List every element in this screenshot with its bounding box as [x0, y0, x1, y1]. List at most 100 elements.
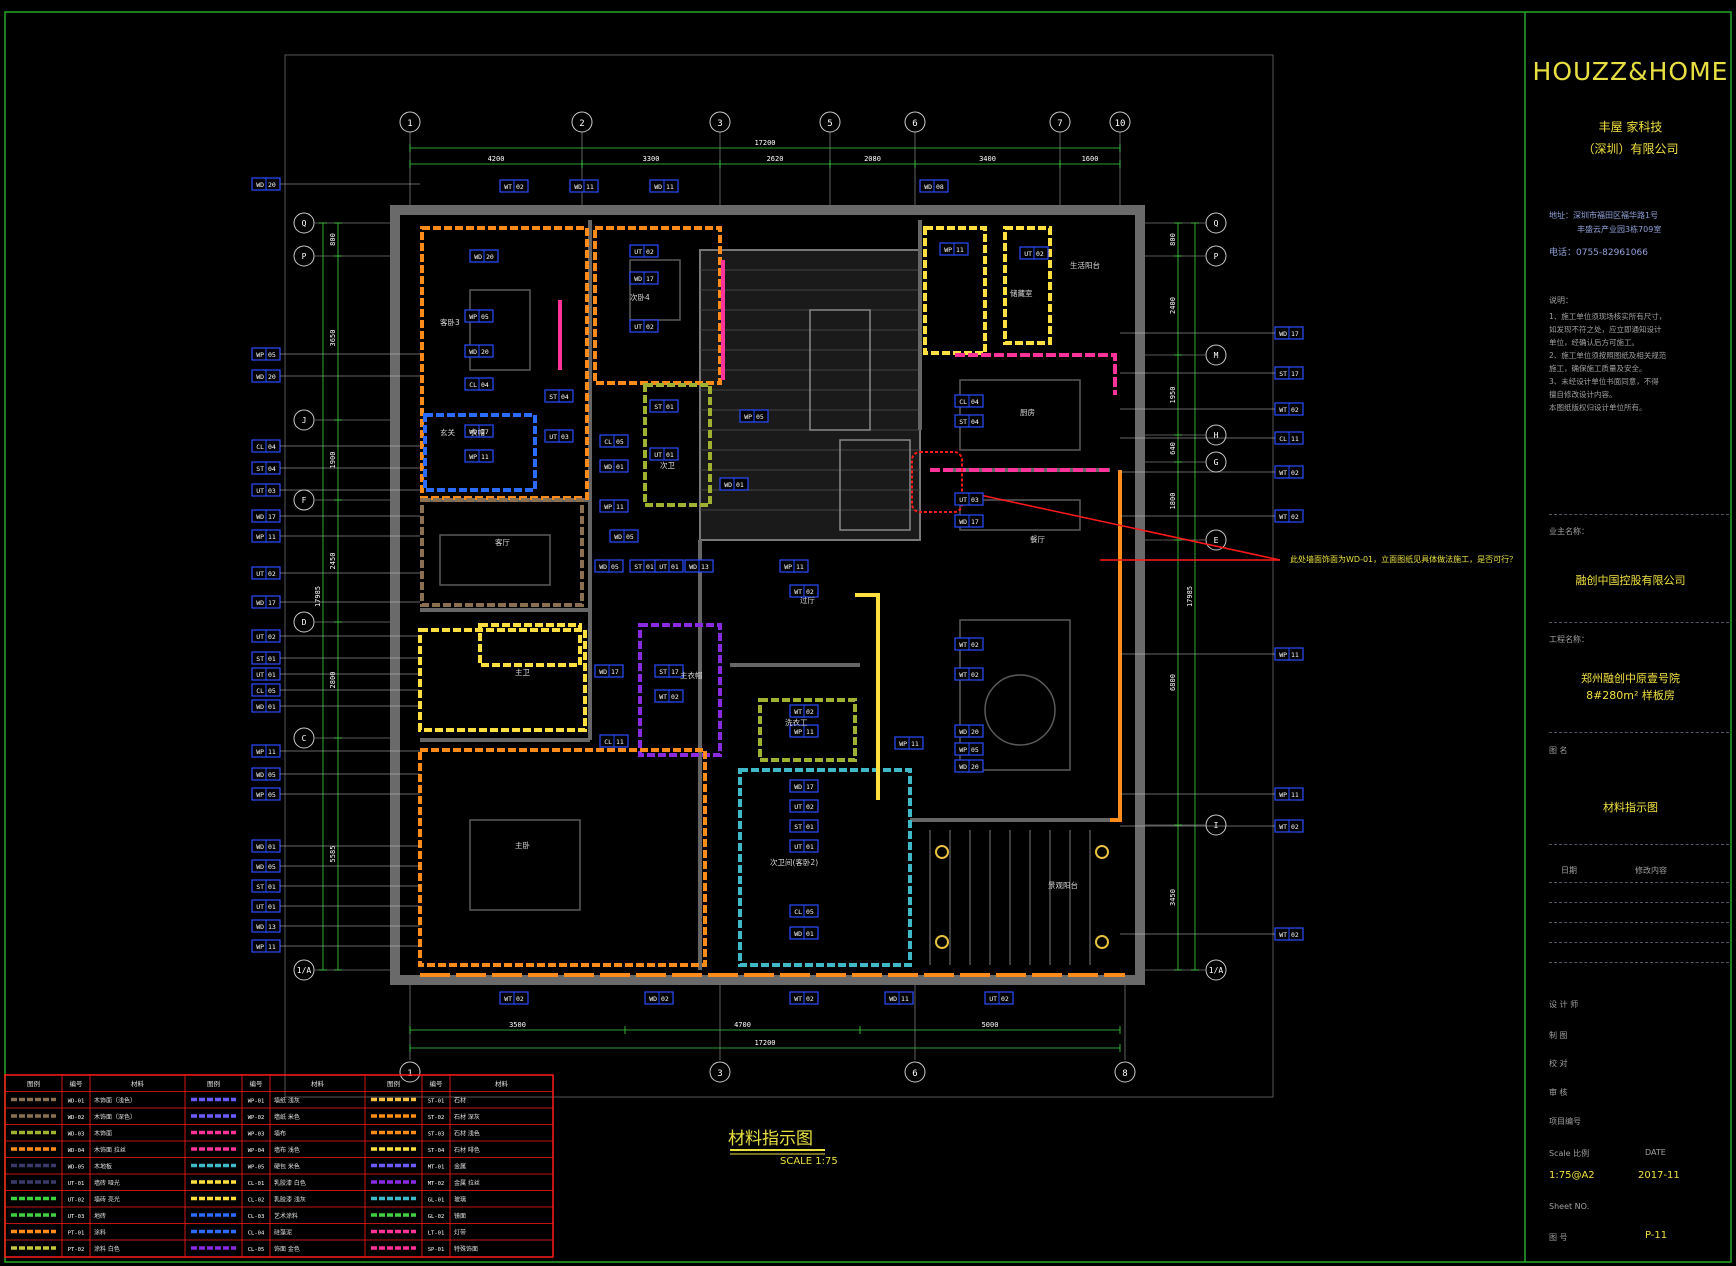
grid-label: H	[1214, 431, 1219, 440]
dimension-label: 2450	[329, 553, 337, 570]
legend-material: 硅藻泥	[274, 1229, 292, 1237]
material-tag: WD 20	[464, 344, 494, 358]
grid-label: F	[302, 496, 307, 505]
legend-material: 特殊饰面	[454, 1245, 478, 1253]
legend-code: UT-02	[68, 1198, 85, 1204]
material-tag-code: WD 05	[599, 563, 619, 571]
dimension-label: 5585	[329, 846, 337, 863]
annotation-note: 此处墙面饰面为WD-01，立面图纸见具体做法施工，是否可行？	[1290, 554, 1517, 564]
material-tag-code: UT 02	[794, 803, 814, 811]
material-tag: WD 05	[251, 767, 281, 781]
grid-bubble	[1205, 959, 1227, 981]
room-label: 厨房	[1020, 407, 1035, 417]
legend-material: 木饰面（浅色）	[94, 1097, 136, 1105]
material-tag: WT 02	[789, 584, 819, 598]
dimension-label: 5000	[982, 1021, 999, 1029]
legend-material: 木地板	[94, 1163, 112, 1171]
grid-bubble	[819, 111, 841, 133]
material-tag-code: WD 17	[599, 668, 619, 676]
material-tag-code: WT 02	[1279, 513, 1299, 521]
material-tag-code: WT 02	[794, 588, 814, 596]
legend-material: 乳胶漆 浅灰	[274, 1196, 306, 1204]
material-tag-code: WP 05	[959, 746, 979, 754]
material-tag: WD 11	[884, 991, 914, 1005]
legend-material: 硬包 米色	[274, 1163, 300, 1171]
material-tag-code: WD 20	[474, 253, 494, 261]
legend-code: WD-03	[68, 1132, 85, 1138]
room-label: 衣帽	[470, 427, 485, 437]
legend-material: 涂料 白色	[94, 1245, 120, 1253]
legend-material: 墙纸 米色	[274, 1113, 300, 1121]
material-tag: WD 11	[649, 179, 679, 193]
material-tag: ST 01	[649, 399, 679, 413]
dimension-label: 3300	[643, 155, 660, 163]
material-tag-code: WP 05	[256, 791, 276, 799]
sheet-number-label: 图 号	[1549, 1233, 1568, 1242]
address-line-1: 地址：深圳市福田区褔华路1号	[1549, 211, 1659, 220]
material-tag-code: WP 11	[899, 740, 919, 748]
material-tag-code: UT 03	[549, 433, 569, 441]
note-line: 单位，经确认后方可施工。	[1549, 338, 1639, 347]
material-tag: WD 13	[684, 559, 714, 573]
material-tag: UT 01	[251, 667, 281, 681]
material-tag: CL 05	[251, 683, 281, 697]
grid-label: I	[1214, 821, 1219, 830]
material-tag-code: WD 13	[689, 563, 709, 571]
material-tag-code: WD 17	[794, 783, 814, 791]
material-tag-code: WD 01	[604, 463, 624, 471]
grid-bubble	[293, 212, 315, 234]
dimension-label: 800	[1169, 233, 1177, 246]
material-tag-code: WD 05	[256, 863, 276, 871]
material-tag-code: WP 11	[1279, 791, 1299, 799]
legend-material: 地砖	[94, 1212, 106, 1220]
material-tag: WT 02	[499, 179, 529, 193]
designer-label: 设 计 师	[1549, 1000, 1579, 1009]
material-tag: UT 02	[984, 991, 1014, 1005]
legend-material: 艺术涂料	[274, 1212, 298, 1220]
material-tag-code: WP 11	[944, 246, 964, 254]
legend-material: 木饰面（深色）	[94, 1113, 136, 1121]
legend-code: WP-04	[248, 1148, 265, 1154]
material-tag: WD 05	[609, 529, 639, 543]
dimension-label: 2400	[1169, 297, 1177, 314]
legend-code: CL-01	[248, 1181, 265, 1187]
material-tag: WD 17	[629, 271, 659, 285]
material-tag-code: WD 17	[256, 513, 276, 521]
project-name-1: 郑州融创中原壹号院	[1581, 672, 1680, 685]
legend-code: ST-01	[428, 1099, 445, 1105]
note-line: 本图纸版权归设计单位所有。	[1549, 403, 1647, 412]
sheet-number: P-11	[1645, 1230, 1668, 1241]
grid-label: P	[1214, 252, 1219, 261]
legend-material: 饰面 金色	[274, 1245, 300, 1253]
material-tag-code: WD 01	[724, 481, 744, 489]
room-label: 客卧3	[440, 317, 460, 327]
material-tag: UT 01	[789, 839, 819, 853]
material-tag: WD 17	[251, 595, 281, 609]
note-line: 3、未经设计单位书面同意，不得	[1549, 377, 1659, 386]
material-tag: WD 02	[644, 991, 674, 1005]
legend-code: MT-01	[428, 1165, 445, 1171]
dimension-label: 2800	[329, 672, 337, 689]
material-tag: WD 17	[251, 509, 281, 523]
legend-material: 石材 深灰	[454, 1113, 480, 1121]
legend-code: LT-01	[428, 1231, 445, 1237]
material-tag-code: WD 01	[794, 930, 814, 938]
legend-code: WP-05	[248, 1165, 265, 1171]
material-tag: WP 05	[251, 787, 281, 801]
material-tag-code: WT 02	[959, 641, 979, 649]
material-tag-code: ST 17	[659, 668, 679, 676]
room-label: 储藏室	[1010, 288, 1033, 298]
material-tag: WP 11	[1274, 787, 1304, 801]
material-tag-code: WD 08	[924, 183, 944, 191]
phone: 电话：0755-82961066	[1549, 248, 1648, 258]
scale-label: Scale 比例	[1549, 1149, 1590, 1158]
legend-code: WD-01	[68, 1099, 85, 1105]
checker-label: 校 对	[1549, 1059, 1568, 1068]
grid-bubble	[709, 1061, 731, 1083]
drafter-label: 制 图	[1549, 1031, 1568, 1040]
grid-bubble	[904, 111, 926, 133]
legend-code: MT-02	[428, 1181, 445, 1187]
legend-header: 图例	[207, 1079, 220, 1088]
